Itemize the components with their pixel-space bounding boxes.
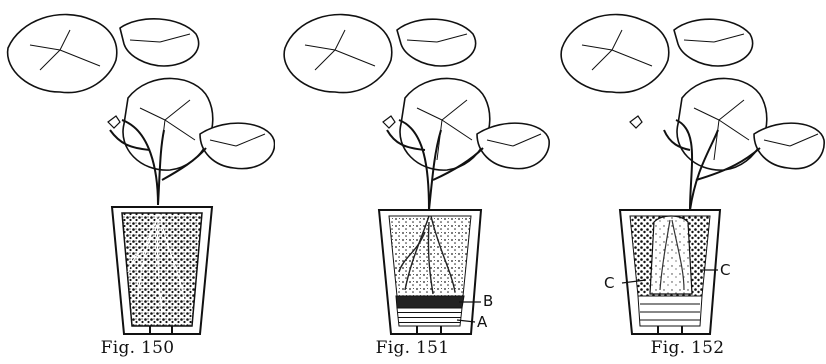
flower-bud [108, 116, 120, 128]
leaf [284, 15, 392, 93]
root-ball [650, 216, 692, 294]
flower-pot [620, 210, 720, 334]
leaf [674, 19, 753, 66]
leaf [677, 78, 767, 170]
label-a: A [477, 313, 487, 331]
potted-plant-illustration [0, 0, 275, 364]
figure-150: Fig. 150 [0, 0, 275, 364]
drainage-layer-a [397, 308, 462, 326]
drainage-layer-b [396, 296, 464, 308]
figure-152: C C Fig. 152 [550, 0, 825, 364]
figure-caption: Fig. 151 [275, 338, 550, 358]
label-b: B [483, 292, 493, 310]
potted-plant-illustration [550, 0, 825, 364]
flower-bud [383, 116, 395, 128]
figure-151: B A Fig. 151 [275, 0, 550, 364]
label-c-left: C [604, 274, 614, 292]
figure-caption: Fig. 150 [0, 338, 275, 358]
potted-plant-illustration [275, 0, 550, 364]
leaf [400, 78, 490, 170]
leaf [8, 15, 117, 93]
leaf [561, 15, 669, 93]
label-c-right: C [720, 261, 730, 279]
leaf [123, 78, 213, 170]
leaf [397, 19, 476, 66]
figure-caption: Fig. 152 [550, 338, 825, 358]
flower-bud [630, 116, 642, 128]
